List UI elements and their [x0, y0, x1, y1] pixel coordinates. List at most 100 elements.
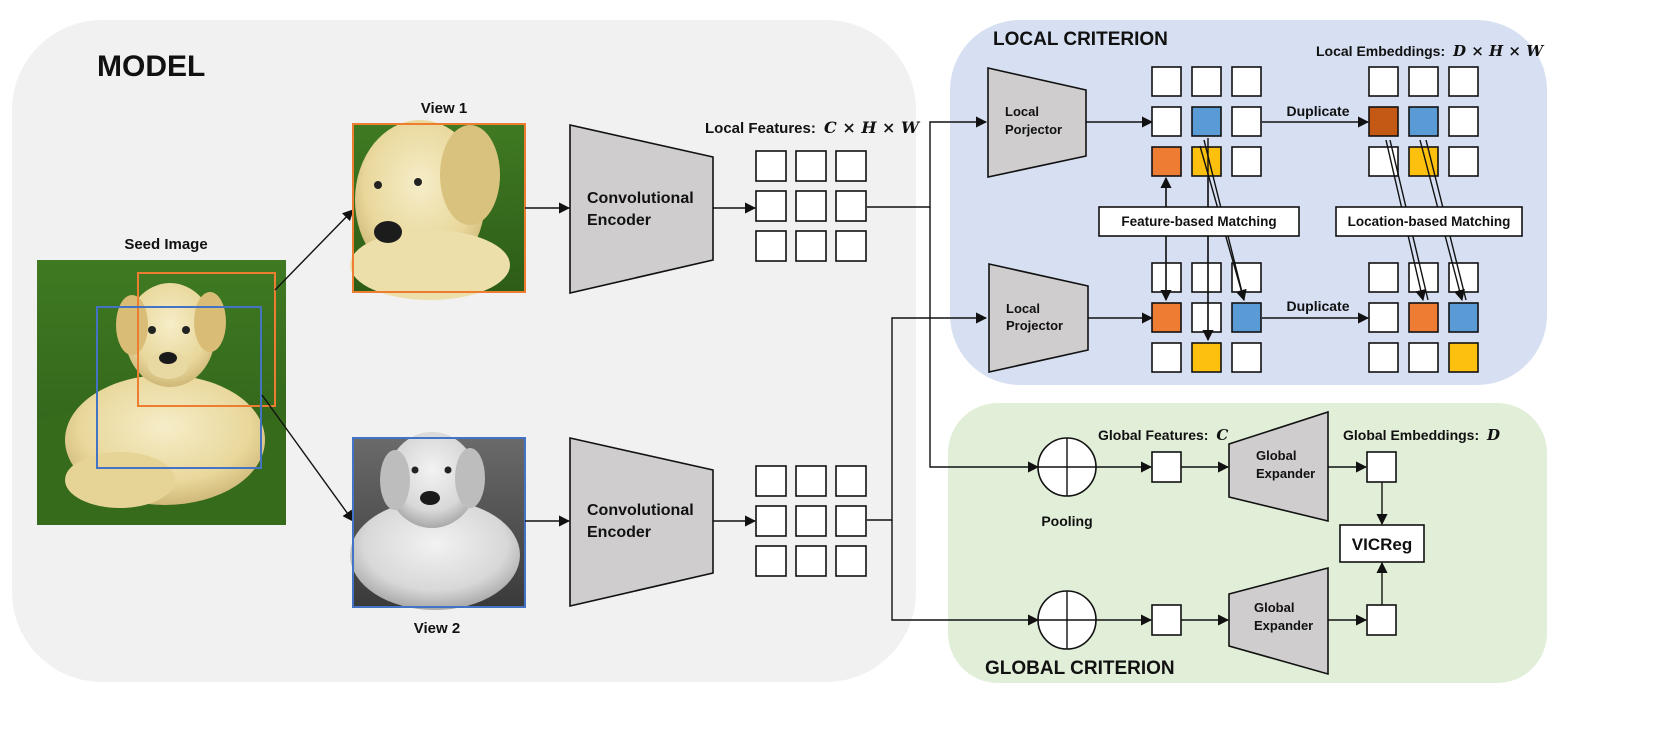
encoder-bottom-label-line1: Convolutional [587, 502, 694, 519]
grid-cell [1231, 342, 1262, 373]
local-projector-bottom-line2: Projector [1006, 318, 1063, 333]
view1-crop-box [137, 272, 276, 407]
grid-cell [1191, 262, 1222, 293]
grid-cell [1151, 342, 1182, 373]
grid-cell [1368, 66, 1399, 97]
grid-cell [1448, 106, 1479, 137]
grid-cell [1231, 262, 1262, 293]
encoder-top [569, 124, 714, 295]
global-feature-bottom [1151, 604, 1182, 636]
grid-cell [755, 465, 787, 497]
dog-photo-icon [37, 260, 286, 525]
local-criterion-title: LOCAL CRITERION [993, 29, 1168, 50]
global-expander-bottom-line2: Expander [1254, 618, 1313, 633]
grid-cell [835, 545, 867, 577]
grid-cell [1231, 302, 1262, 333]
encoder-bottom-label-line2: Encoder [587, 524, 651, 541]
seed-image-label: Seed Image [124, 236, 207, 253]
grid-cell [1448, 302, 1479, 333]
local-projector-bottom [988, 263, 1089, 373]
global-expander-top [1228, 410, 1329, 523]
view1-label: View 1 [421, 100, 467, 117]
grid-cell [835, 230, 867, 262]
pooling-label: Pooling [1041, 513, 1092, 529]
local-projector-bottom-line1: Local [1006, 301, 1040, 316]
grid-cell [755, 150, 787, 182]
grid-cell [835, 150, 867, 182]
grid-cell [1368, 302, 1399, 333]
grid-cell [1191, 302, 1222, 333]
location-matching-box [1335, 206, 1523, 237]
grid-cell [1448, 146, 1479, 177]
location-matching-label: Location-based Matching [1348, 214, 1511, 229]
features-top-to-pooling [929, 207, 1040, 473]
grid-cell [1448, 66, 1479, 97]
local-embeddings-label: Local Embeddings: D × H × W [1316, 42, 1545, 60]
seed-to-view2-arrow [261, 394, 354, 522]
grid-cell [1231, 66, 1262, 97]
grid-cell [755, 505, 787, 537]
local-features-label: Local Features: C × H × W [705, 118, 921, 137]
feature-matching-label: Feature-based Matching [1121, 214, 1276, 229]
local-features-grid-top [755, 150, 867, 262]
feature-matching-box [1098, 206, 1300, 237]
grid-cell [1151, 106, 1182, 137]
global-criterion-title: GLOBAL CRITERION [985, 658, 1175, 679]
encoder-top-label-line2: Encoder [587, 212, 651, 229]
global-embeddings-label: Global Embeddings: D [1343, 426, 1500, 444]
duplicate-bottom-label: Duplicate [1286, 298, 1349, 314]
grid-cell [1231, 106, 1262, 137]
grid-cell [1408, 302, 1439, 333]
grid-cell [755, 230, 787, 262]
grid-cell [795, 190, 827, 222]
grid-cell [1151, 146, 1182, 177]
features-top-connector [867, 116, 988, 208]
global-feature-top [1151, 451, 1182, 483]
grid-cell [835, 505, 867, 537]
features-bottom-connector [867, 312, 988, 521]
grid-cell [1151, 302, 1182, 333]
grid-cell [1408, 342, 1439, 373]
embedding-grid-top-left [1151, 66, 1262, 177]
view2-crop-box [96, 306, 262, 469]
local-projector-top [987, 67, 1087, 178]
grid-cell [795, 465, 827, 497]
grid-cell [1191, 342, 1222, 373]
dog-view1-icon [350, 120, 525, 300]
global-expander-bottom [1228, 566, 1329, 676]
grid-cell [1191, 66, 1222, 97]
global-expander-top-line2: Expander [1256, 466, 1315, 481]
view2-label: View 2 [414, 620, 460, 637]
global-expander-top-line1: Global [1256, 448, 1296, 463]
grid-cell [835, 465, 867, 497]
grid-cell [795, 150, 827, 182]
local-projector-top-line2: Porjector [1005, 122, 1062, 137]
grid-cell [835, 190, 867, 222]
grid-cell [755, 190, 787, 222]
global-embeddings-math: D [1486, 426, 1500, 444]
global-embedding-bottom [1366, 604, 1397, 636]
grid-cell [1231, 146, 1262, 177]
grid-cell [1408, 106, 1439, 137]
global-embedding-top [1366, 451, 1397, 483]
grid-cell [1368, 262, 1399, 293]
view2-frame [352, 437, 526, 608]
global-features-math: C [1216, 426, 1228, 444]
embedding-grid-bottom-left [1151, 262, 1262, 373]
global-expander-bottom-line1: Global [1254, 600, 1294, 615]
global-features-label: Global Features: C [1098, 426, 1228, 444]
pooling-icon [1037, 437, 1097, 497]
dog-view2-icon [350, 432, 525, 610]
features-bottom-to-pooling [891, 520, 1040, 626]
grid-cell [1368, 342, 1399, 373]
grid-cell [1408, 66, 1439, 97]
grid-cell [795, 230, 827, 262]
seed-to-view1-arrow [274, 209, 354, 291]
global-criterion-panel [948, 403, 1547, 683]
grid-cell [795, 545, 827, 577]
vicreg-box [1339, 524, 1425, 563]
encoder-top-label-line1: Convolutional [587, 190, 694, 207]
embedding-grid-top-right [1368, 66, 1479, 177]
grid-cell [795, 505, 827, 537]
